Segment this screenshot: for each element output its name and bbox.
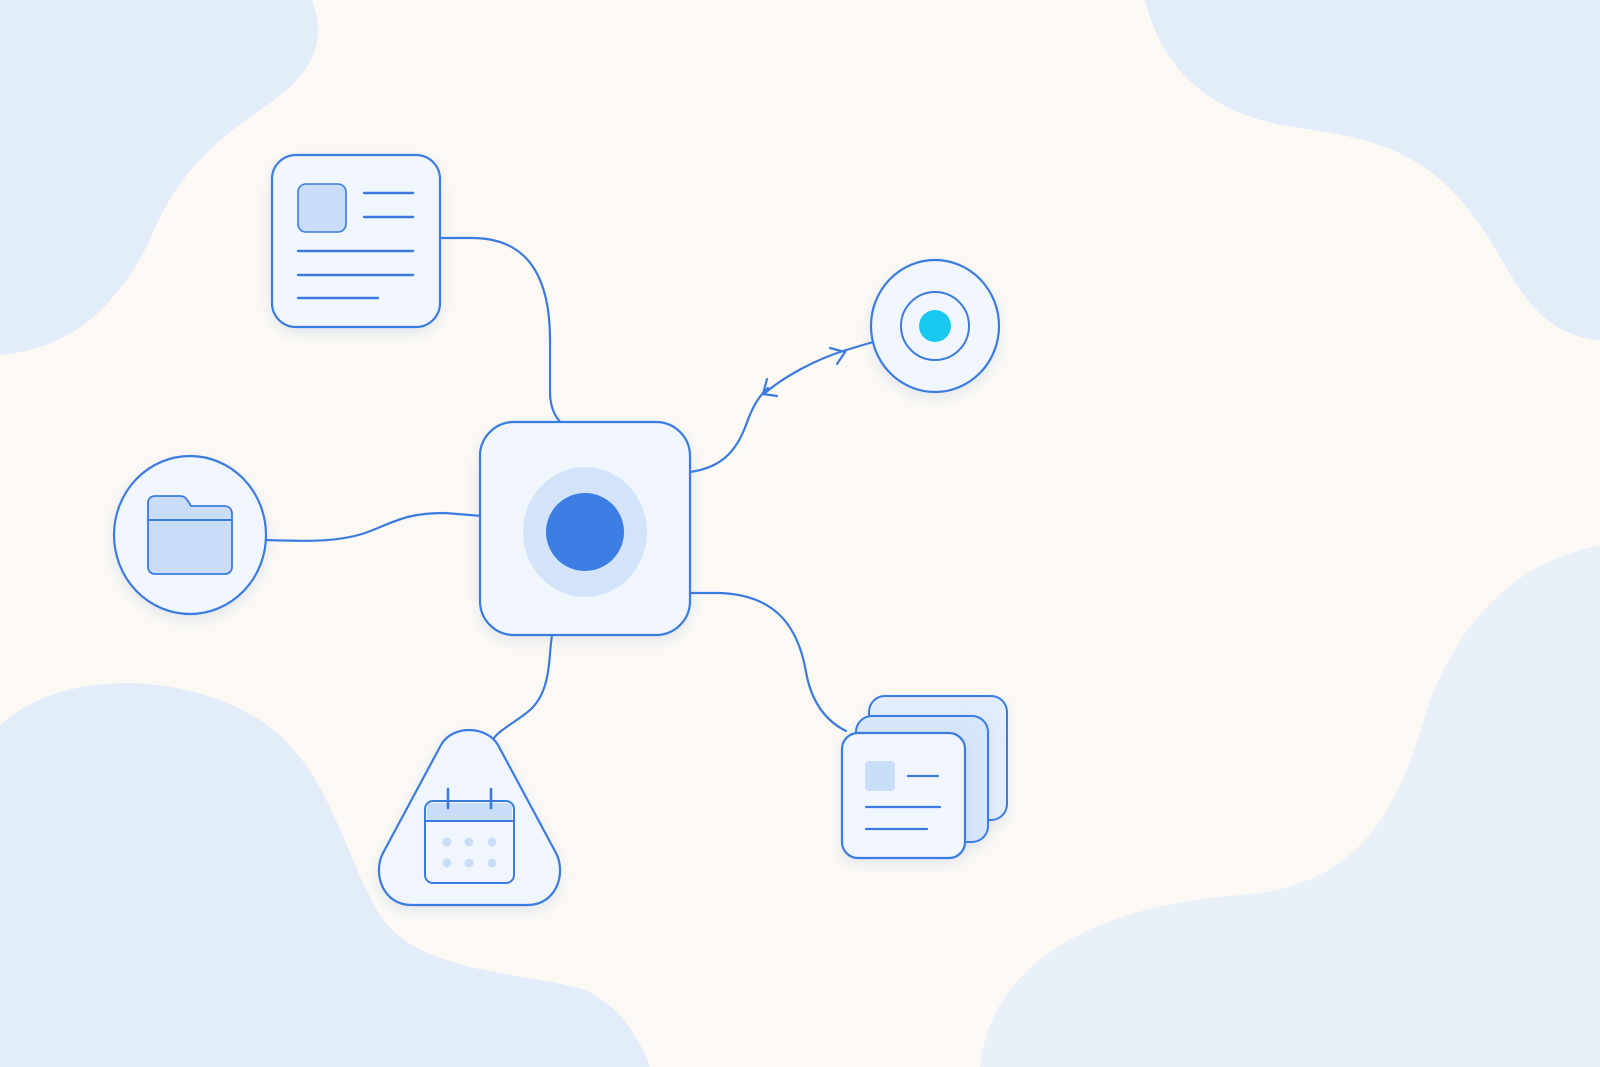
node-document[interactable] (270, 153, 442, 329)
calendar-icon (424, 787, 515, 884)
document-card-icon (296, 183, 415, 300)
record-dot-icon (523, 467, 647, 597)
card-stack-icon (864, 761, 942, 831)
connector-hub-folder (263, 511, 484, 542)
hub-node[interactable] (478, 420, 692, 637)
node-calendar[interactable] (377, 729, 562, 907)
arrowhead-left-icon (761, 377, 779, 398)
connector-hub-stacked-cards (688, 591, 848, 733)
background-blob-bottom-left (0, 683, 650, 1067)
node-target[interactable] (869, 258, 1001, 394)
background-blob-bottom-right (980, 545, 1600, 1067)
arrowhead-right-icon (828, 346, 847, 366)
background-blob-top-right (1145, 0, 1600, 340)
connector-hub-calendar (492, 633, 554, 740)
background-blob-top-left (0, 0, 318, 355)
connector-hub-document (438, 236, 564, 426)
target-icon (900, 291, 970, 361)
folder-icon (147, 495, 233, 575)
connector-target-arc (763, 340, 875, 395)
node-stacked-cards[interactable] (840, 695, 1008, 860)
node-folder[interactable] (112, 454, 268, 616)
connectors (263, 236, 875, 740)
connector-hub-target (688, 386, 770, 474)
